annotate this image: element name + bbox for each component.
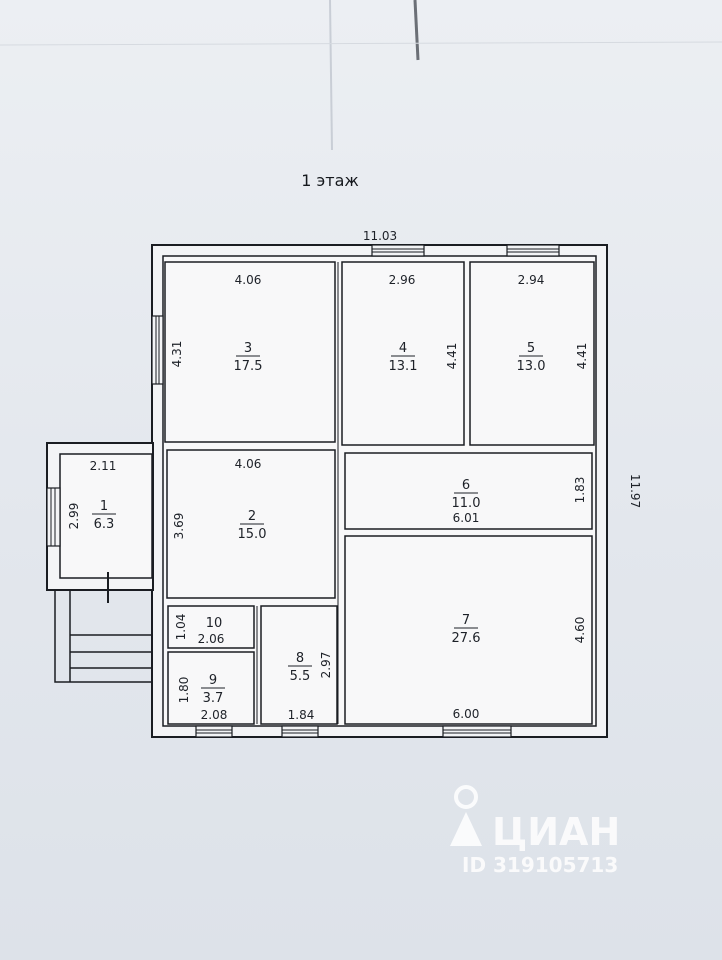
room-10-height: 1.04 <box>174 614 188 641</box>
room-3-width: 4.06 <box>235 273 262 287</box>
room-6-height: 1.83 <box>573 477 587 504</box>
overall-width-label: 11.03 <box>363 229 397 243</box>
room-label-5: 5 13.0 <box>517 341 546 374</box>
room-10-width: 2.06 <box>198 632 225 646</box>
room-3-height: 4.31 <box>170 341 184 368</box>
room-8-width: 1.84 <box>288 708 315 722</box>
room-2-height: 3.69 <box>172 513 186 540</box>
room-number: 1 <box>100 499 108 514</box>
window <box>442 725 512 738</box>
room-10 <box>167 605 255 649</box>
room-2 <box>166 449 336 599</box>
inner-wall-line <box>162 255 597 727</box>
room-label-6: 6 11.0 <box>452 478 481 511</box>
room-7-height: 4.60 <box>573 617 587 644</box>
scan-mark <box>0 41 722 46</box>
room-3 <box>164 261 336 443</box>
room-area: 27.6 <box>452 631 481 646</box>
room-area: 13.1 <box>389 359 418 374</box>
watermark-id: ID 319105713 <box>462 853 618 877</box>
room-8-height: 2.97 <box>319 652 333 679</box>
room-label-10: 10 <box>206 616 223 631</box>
location-pin-icon <box>450 785 482 846</box>
room-6-width: 6.01 <box>453 511 480 525</box>
scan-mark <box>413 0 420 61</box>
room-area: 15.0 <box>238 527 267 542</box>
room-number: 7 <box>462 613 470 628</box>
room-area: 6.3 <box>94 517 115 532</box>
window <box>281 725 319 738</box>
room-9 <box>167 651 255 725</box>
room-area: 3.7 <box>203 691 224 706</box>
watermark-brand: ЦИАН <box>492 810 620 854</box>
window <box>195 725 233 738</box>
room-7-width: 6.00 <box>453 707 480 721</box>
room-number: 8 <box>296 651 304 666</box>
room-number: 10 <box>206 616 223 631</box>
window <box>371 244 425 257</box>
room-7 <box>344 535 593 725</box>
room-area: 11.0 <box>452 496 481 511</box>
window <box>46 487 61 547</box>
room-6 <box>344 452 593 530</box>
room-number: 6 <box>462 478 470 493</box>
room-2-width: 4.06 <box>235 457 262 471</box>
room-label-8: 8 5.5 <box>288 651 312 684</box>
watermark: ЦИАН ID 319105713 <box>450 785 620 877</box>
scan-mark <box>329 0 333 151</box>
room-4-width: 2.96 <box>389 273 416 287</box>
room-9-height: 1.80 <box>177 677 191 704</box>
room-4-height: 4.41 <box>445 343 459 370</box>
room-number: 2 <box>248 509 256 524</box>
porch <box>54 589 153 683</box>
room-8 <box>260 605 338 725</box>
room-5-width: 2.94 <box>518 273 545 287</box>
room-label-7: 7 27.6 <box>452 613 481 646</box>
room-9-width: 2.08 <box>201 708 228 722</box>
room-5-height: 4.41 <box>575 343 589 370</box>
overall-height-label: 11.97 <box>628 474 642 508</box>
floor-title: 1 этаж <box>301 171 359 190</box>
room-area: 5.5 <box>290 669 311 684</box>
room-label-3: 3 17.5 <box>234 341 263 374</box>
room-area: 13.0 <box>517 359 546 374</box>
room-1 <box>59 453 153 579</box>
room-number: 3 <box>244 341 252 356</box>
window <box>151 315 164 385</box>
room-4 <box>341 261 465 446</box>
room-number: 4 <box>399 341 407 356</box>
window <box>506 244 560 257</box>
room-number: 5 <box>527 341 535 356</box>
room-label-1: 1 6.3 <box>92 499 116 532</box>
room-label-2: 2 15.0 <box>238 509 267 542</box>
room-label-9: 9 3.7 <box>201 673 225 706</box>
room-number: 9 <box>209 673 217 688</box>
room-5 <box>469 261 595 446</box>
room-1-width: 2.11 <box>90 459 117 473</box>
room-label-4: 4 13.1 <box>389 341 418 374</box>
room-area: 17.5 <box>234 359 263 374</box>
room-1-height: 2.99 <box>67 503 81 530</box>
